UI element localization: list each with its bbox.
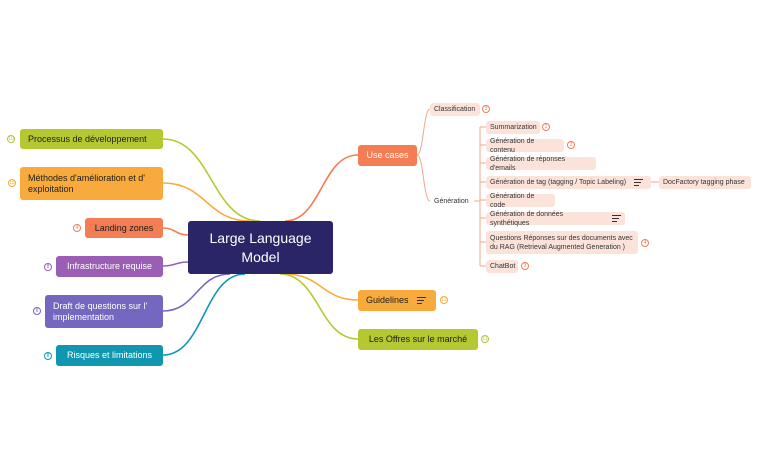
count-badge[interactable]: 4 — [641, 239, 649, 247]
topic-draft-questions[interactable]: Draft de questions sur l' implementation — [45, 295, 163, 328]
subtopic-label: Génération de réponses d'emails — [490, 155, 566, 172]
topic-label: Landing zones — [94, 222, 154, 233]
count-badge[interactable]: 1 — [542, 123, 550, 131]
connector-infra — [162, 261, 189, 267]
count-badge[interactable]: 12 — [440, 296, 448, 304]
connector-risques — [162, 273, 246, 356]
count-badge[interactable]: 10 — [7, 135, 15, 143]
notes-icon[interactable] — [634, 179, 644, 186]
topic-label: Use cases — [366, 150, 409, 160]
topic-guidelines[interactable]: Guidelines — [358, 290, 436, 311]
connector-use-cases — [284, 154, 359, 222]
subtopic-label: Génération de code — [490, 192, 535, 209]
notes-icon[interactable] — [612, 215, 622, 222]
count-badge[interactable]: 2 — [567, 141, 575, 149]
subtopic-label: Génération de tag (tagging / Topic Label… — [490, 179, 627, 186]
topic-label: Draft de questions sur l' implementation — [53, 300, 148, 322]
subtopic-classification[interactable]: Classification — [430, 103, 480, 116]
topic-methodes-amelioration[interactable]: Méthodes d'amélioration et d' exploitati… — [20, 167, 163, 200]
count-badge[interactable]: 4 — [73, 224, 81, 232]
subtopic-label: Génération de contenu — [490, 137, 535, 154]
connector-generation-children — [474, 126, 486, 267]
topic-label: Risques et limitations — [66, 350, 153, 360]
subtopic-summarization[interactable]: Summarization — [486, 121, 540, 134]
topic-landing-zones[interactable]: Landing zones — [85, 218, 163, 238]
subtopic-questions-reponses-rag[interactable]: Questions Réponses sur des documents ave… — [486, 231, 638, 254]
subtopic-label: Génération de données synthétiques — [490, 210, 564, 227]
topic-label: Processus de développement — [28, 133, 147, 144]
topic-label: Les Offres sur le marché — [368, 334, 468, 344]
subtopic-generation-code[interactable]: Génération de code — [486, 192, 555, 209]
connector-guidelines — [284, 273, 359, 301]
subtopic-label: ChatBot — [490, 263, 516, 270]
topic-risques-limitations[interactable]: Risques et limitations — [56, 345, 163, 366]
topic-use-cases[interactable]: Use cases — [358, 145, 417, 166]
topic-label: Guidelines — [366, 295, 409, 305]
subtopic-generation-contenu[interactable]: Génération de contenu — [486, 137, 564, 154]
topic-infrastructure-requise[interactable]: Infrastructure requise — [56, 256, 163, 277]
connector-classification — [416, 108, 431, 156]
count-badge[interactable]: 3 — [521, 262, 529, 270]
subtopic-label: DocFactory tagging phase — [663, 179, 745, 186]
subtopic-chatbot[interactable]: ChatBot — [486, 260, 518, 273]
subtopic-generation-donnees-synthetiques[interactable]: Génération de données synthétiques — [486, 210, 625, 227]
connector-landing — [162, 227, 189, 236]
subtopic-label: Classification — [434, 106, 476, 113]
count-badge[interactable]: 8 — [44, 263, 52, 271]
connector-generation — [416, 154, 431, 202]
connector-methodes — [162, 182, 251, 222]
count-badge[interactable]: 11 — [481, 335, 489, 343]
connector-offres — [279, 273, 359, 340]
count-badge[interactable]: 6 — [33, 307, 41, 315]
root-topic-label: Large Language Model — [209, 229, 312, 265]
subtopic-generation[interactable]: Génération — [430, 195, 474, 208]
topic-label: Infrastructure requise — [66, 261, 153, 271]
subtopic-generation-tag[interactable]: Génération de tag (tagging / Topic Label… — [486, 176, 651, 189]
subtopic-label: Génération — [434, 198, 469, 205]
count-badge[interactable]: 15 — [8, 179, 16, 187]
subtopic-generation-reponses-emails[interactable]: Génération de réponses d'emails — [486, 155, 596, 172]
root-topic[interactable]: Large Language Model — [188, 221, 333, 274]
count-badge[interactable]: 3 — [482, 105, 490, 113]
notes-icon[interactable] — [416, 297, 426, 304]
connector-draft — [162, 273, 231, 312]
topic-processus-developpement[interactable]: Processus de développement — [20, 129, 163, 149]
topic-label: Méthodes d'amélioration et d' exploitati… — [28, 172, 146, 194]
subtopic-label: Summarization — [490, 124, 537, 131]
subtopic-label: Questions Réponses sur des documents ave… — [490, 234, 633, 251]
topic-offres-marche[interactable]: Les Offres sur le marché — [358, 329, 478, 350]
connector-processus — [162, 138, 261, 222]
count-badge[interactable]: 8 — [44, 352, 52, 360]
subtopic-docfactory-tagging[interactable]: DocFactory tagging phase — [659, 176, 751, 189]
